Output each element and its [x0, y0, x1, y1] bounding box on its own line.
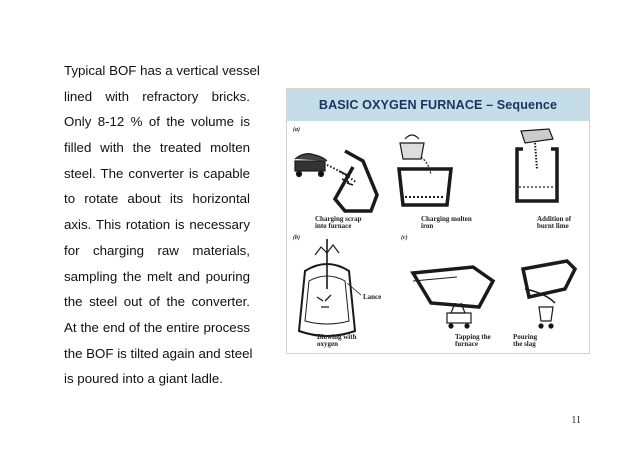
panel-label-a: (a)	[293, 126, 300, 133]
caption-addition-lime: Addition of burnt lime	[537, 215, 573, 230]
figure-header	[287, 89, 589, 121]
bof-sequence-illustration: (a) (b) (c) Charging scrap into furnace …	[293, 126, 578, 348]
body-line: is poured into a giant ladle.	[64, 371, 223, 387]
charging-iron-drawing	[397, 134, 453, 207]
body-line: axis. This rotation is necessary	[64, 217, 250, 233]
body-line: lined with refractory bricks.	[64, 88, 250, 104]
body-line: steel. The converter is capable	[64, 165, 250, 181]
pouring-slag-drawing	[520, 259, 578, 329]
charging-scrap-drawing	[294, 149, 379, 213]
body-line: the BOF is tilted again and steel	[64, 345, 253, 361]
body-line: Only 8-12 % of the volume is	[64, 114, 250, 130]
body-line: for charging raw materials,	[64, 242, 250, 258]
caption-charging-iron: Charging molten iron	[421, 215, 474, 230]
panel-label-b: (b)	[293, 234, 300, 241]
body-line: sampling the melt and pouring	[64, 268, 250, 284]
tapping-drawing	[410, 265, 496, 329]
body-line: the steel out of the converter.	[64, 294, 250, 310]
bof-sequence-figure: BASIC OXYGEN FURNACE – Sequence	[286, 88, 590, 354]
blowing-oxygen-drawing	[297, 239, 362, 337]
body-line: to rotate about its horizontal	[64, 191, 250, 207]
lance-label: Lance	[363, 293, 381, 301]
caption-pouring-slag: Pouring the slag	[513, 333, 539, 348]
body-line: Typical BOF has a vertical vessel	[64, 63, 260, 78]
page-number: 11	[571, 415, 581, 426]
caption-charging-scrap: Charging scrap into furnace	[315, 215, 363, 230]
addition-lime-drawing	[515, 128, 559, 203]
body-line: filled with the treated molten	[64, 140, 250, 156]
body-line: At the end of the entire process	[64, 319, 250, 335]
caption-blowing-oxygen: Blowing with oxygen	[317, 333, 358, 348]
caption-tapping: Tapping the furnace	[455, 333, 492, 348]
panel-label-c: (c)	[401, 234, 408, 241]
body-paragraph: Typical BOF has a vertical vessel lined …	[64, 58, 260, 392]
figure-title: BASIC OXYGEN FURNACE – Sequence	[318, 98, 558, 112]
